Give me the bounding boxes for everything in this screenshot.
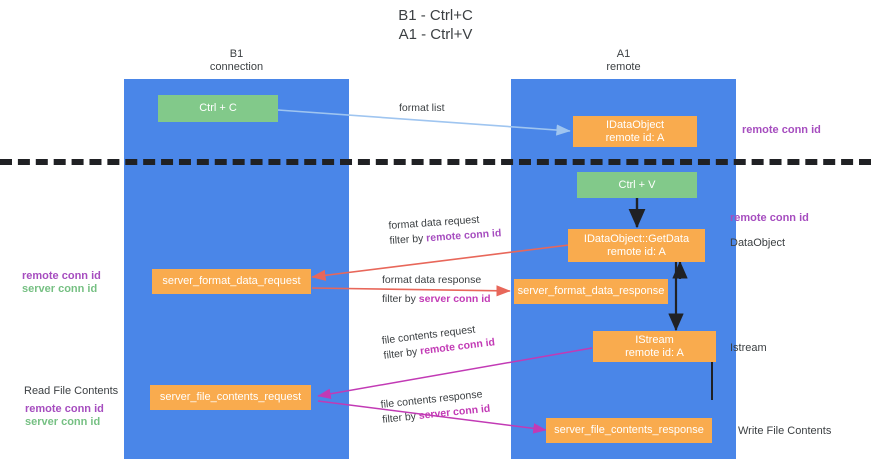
edge-label-format-list: format list	[399, 102, 445, 114]
filter-key: remote conn id	[425, 227, 502, 245]
edge-label-file-contents-request-group: file contents request filter by remote c…	[381, 320, 496, 363]
node-server-format-data-response[interactable]: server_format_data_response	[514, 279, 668, 304]
column-header-right: A1 remote	[606, 48, 641, 73]
node-server-format-data-request[interactable]: server_format_data_request	[152, 269, 311, 294]
filter-prefix: filter by	[389, 232, 427, 247]
annotation-left-server-conn-id: server conn id	[22, 283, 98, 295]
annotation-left-remote-conn-id-2: remote conn id	[25, 403, 104, 415]
node-ctrl-v[interactable]: Ctrl + V	[577, 172, 697, 198]
annotation-right-remote-conn-id-mid: remote conn id	[730, 212, 809, 224]
annotation-right-dataobject: DataObject	[730, 237, 786, 249]
edge-label-format-data-response-filter: filter by server conn id	[382, 292, 491, 307]
edge-label-format-data-response: format data response	[382, 274, 482, 286]
node-server-file-contents-response[interactable]: server_file_contents_response	[546, 418, 712, 443]
edge-label-file-contents-response-group: file contents response filter by server …	[380, 387, 491, 428]
annotation-left-remote-conn-id: remote conn id	[22, 270, 101, 282]
annotation-right-istream: Istream	[730, 342, 767, 354]
annotation-left-read-file-contents: Read File Contents	[24, 385, 119, 397]
node-idataobject-getdata[interactable]: IDataObject::GetData remote id: A	[568, 229, 705, 262]
filter-prefix: filter by	[381, 410, 420, 426]
diagram-title: B1 - Ctrl+C A1 - Ctrl+V	[398, 7, 473, 43]
annotation-right-write-file-contents: Write File Contents	[738, 425, 832, 437]
column-header-left: B1 connection	[209, 48, 264, 73]
annotation-left-server-conn-id-2: server conn id	[25, 416, 101, 428]
node-idataobject-remote[interactable]: IDataObject remote id: A	[573, 116, 697, 147]
filter-prefix: filter by	[382, 293, 419, 305]
filter-key: server conn id	[418, 293, 491, 305]
annotation-right-remote-conn-id-top: remote conn id	[742, 124, 821, 136]
section-divider	[0, 159, 871, 165]
node-ctrl-c[interactable]: Ctrl + C	[158, 95, 278, 122]
edge-label-format-data-request-group: format data request filter by remote con…	[388, 211, 502, 249]
filter-prefix: filter by	[382, 345, 421, 362]
node-server-file-contents-request[interactable]: server_file_contents_request	[150, 385, 311, 410]
node-istream[interactable]: IStream remote id: A	[593, 331, 716, 362]
edge-label-format-data-response-group: format data response filter by server co…	[382, 273, 491, 307]
